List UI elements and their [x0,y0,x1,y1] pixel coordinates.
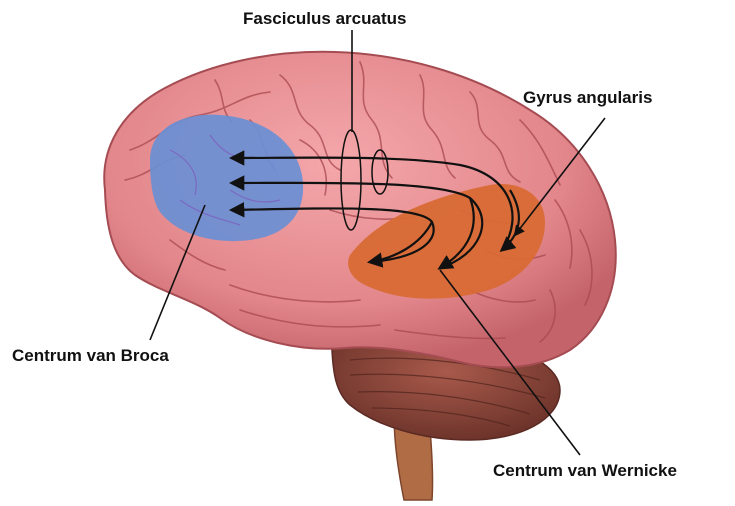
wernicke-center-label: Centrum van Wernicke [493,461,677,481]
broca-center-label: Centrum van Broca [12,346,169,366]
fasciculus-arcuatus-label: Fasciculus arcuatus [243,9,406,29]
gyrus-angularis-label: Gyrus angularis [523,88,652,108]
